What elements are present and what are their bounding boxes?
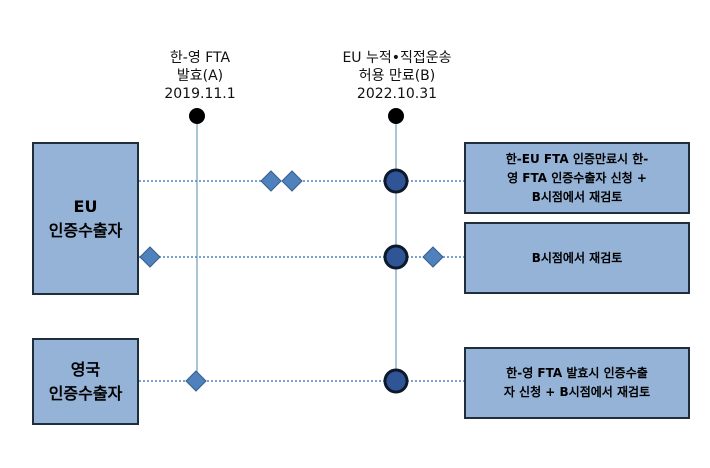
row2-event-circle bbox=[383, 244, 409, 270]
milestone-b-line1: EU 누적•직접운송 bbox=[342, 50, 452, 66]
milestone-a-line1: 한-영 FTA bbox=[169, 50, 231, 66]
row1-outcome-line3: B시점에서 재검토 bbox=[531, 189, 623, 204]
row1-event-circle bbox=[383, 168, 409, 194]
row3-outcome-line2: 자 신청 + B시점에서 재검토 bbox=[503, 385, 651, 399]
row1-diamond-1 bbox=[260, 170, 282, 192]
row1-outcome-line1: 한-EU FTA 인증만료시 한- bbox=[505, 151, 649, 166]
milestone-a-line2: 발효(A) bbox=[176, 68, 224, 84]
milestone-a-label: 한-영 FTA 발효(A) 2019.11.1 bbox=[164, 49, 235, 103]
milestone-b-dot bbox=[388, 108, 404, 124]
uk-exporter-box: 영국 인증수출자 bbox=[32, 338, 139, 425]
row3-outcome-line1: 한-영 FTA 발효시 인증수출 bbox=[506, 366, 648, 380]
row1-diamond-2 bbox=[281, 170, 303, 192]
row2-outcome-box: B시점에서 재검토 bbox=[464, 222, 690, 294]
eu-exporter-line2: 인증수출자 bbox=[48, 220, 123, 240]
row3-outcome-box: 한-영 FTA 발효시 인증수출 자 신청 + B시점에서 재검토 bbox=[464, 347, 690, 419]
row2-outcome-line1: B시점에서 재검토 bbox=[531, 250, 623, 265]
row2-diamond-2 bbox=[422, 246, 444, 268]
eu-exporter-box: EU 인증수출자 bbox=[32, 142, 139, 295]
uk-exporter-line1: 영국 bbox=[70, 359, 101, 379]
uk-exporter-line2: 인증수출자 bbox=[48, 383, 123, 403]
milestone-a-dot bbox=[189, 108, 205, 124]
row2-diamond-1 bbox=[139, 246, 161, 268]
row1-outcome-box: 한-EU FTA 인증만료시 한- 영 FTA 인증수출자 신청 + B시점에서… bbox=[464, 142, 690, 214]
row3-diamond-1 bbox=[185, 370, 207, 392]
milestone-b-line2: 허용 만료(B) bbox=[358, 68, 436, 84]
row3-event-circle bbox=[383, 368, 409, 394]
row1-outcome-line2: 영 FTA 인증수출자 신청 + bbox=[507, 170, 647, 185]
eu-exporter-line1: EU bbox=[73, 196, 98, 216]
milestone-b-date: 2022.10.31 bbox=[356, 86, 438, 102]
milestone-b-label: EU 누적•직접운송 허용 만료(B) 2022.10.31 bbox=[342, 49, 451, 103]
milestone-a-date: 2019.11.1 bbox=[164, 86, 236, 102]
